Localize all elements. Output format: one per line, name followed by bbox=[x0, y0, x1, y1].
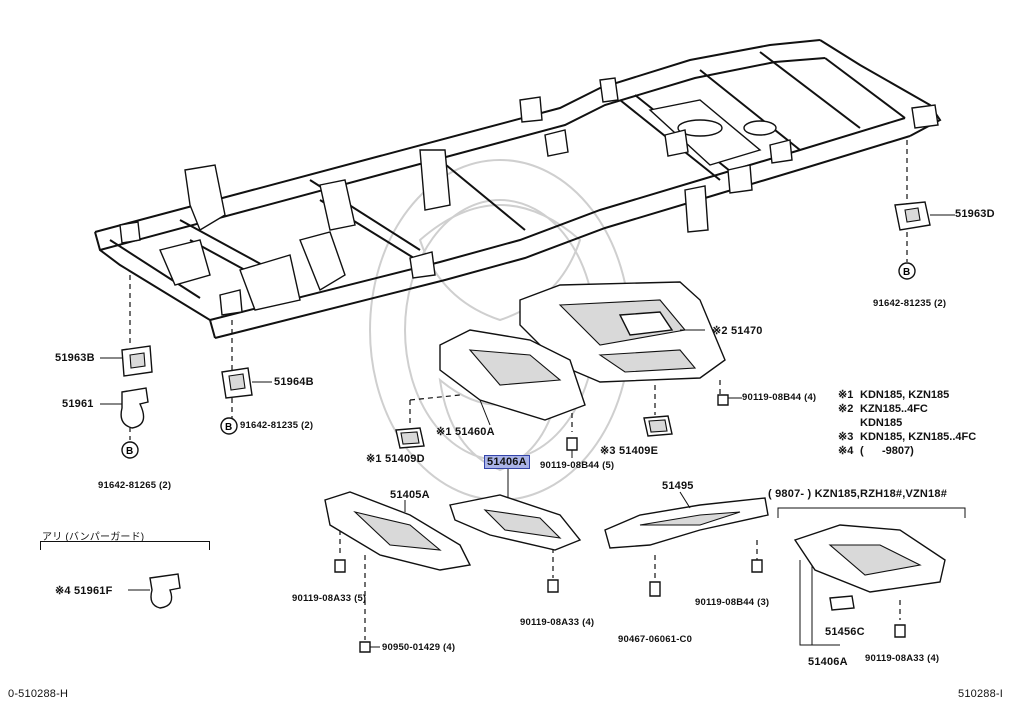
label-90119-08B44-4: 90119-08B44 (4) bbox=[742, 392, 817, 403]
label-51495: 51495 bbox=[662, 480, 694, 492]
legend-row: ※1 KDN185, KZN185 bbox=[838, 388, 976, 402]
bolt-90119-08B44-3 bbox=[751, 559, 763, 573]
label-51409E: ※3 51409E bbox=[600, 445, 659, 457]
label-51405A: 51405A bbox=[390, 489, 430, 501]
label-91642-81235-left: 91642-81235 (2) bbox=[240, 420, 314, 431]
diagram-code-right: 510288-I bbox=[958, 688, 1004, 700]
label-90119-08A33-4-center: 90119-08A33 (4) bbox=[520, 617, 595, 628]
legend-row: ※4 ( -9807) bbox=[838, 444, 976, 458]
cover-51470 bbox=[519, 281, 726, 383]
label-51460A: ※1 51460A bbox=[436, 426, 495, 438]
legend-key: ※3 bbox=[838, 431, 854, 443]
bolt-90119-08A33-4b bbox=[894, 624, 906, 638]
label-90119-08A33-5: 90119-08A33 (5) bbox=[292, 593, 367, 604]
label-model-range: ( 9807- ) KZN185,RZH18#,VZN18# bbox=[768, 488, 948, 500]
pad-51409E bbox=[643, 415, 673, 437]
bolt-letter: B bbox=[903, 267, 910, 278]
label-51961F: ※4 51961F bbox=[55, 585, 113, 597]
legend-value: KDN185, KZN185..4FC bbox=[860, 431, 977, 443]
bolt-90119-08A33-4a bbox=[547, 579, 559, 593]
bolt-letter: B bbox=[126, 446, 133, 457]
pad-51409D bbox=[395, 427, 425, 449]
label-51409D: ※1 51409D bbox=[366, 453, 425, 465]
chassis-frame bbox=[94, 39, 942, 339]
bolt-circle-left: B bbox=[121, 441, 139, 459]
bumper-guard-bracket bbox=[40, 541, 210, 550]
label-91642-81265: 91642-81265 (2) bbox=[98, 480, 172, 491]
legend-value: KZN185..4FC bbox=[860, 403, 928, 415]
range-bracket bbox=[777, 507, 966, 518]
clip-90467 bbox=[649, 581, 661, 597]
bolt-circle-mid: B bbox=[220, 417, 238, 435]
nut-90950 bbox=[359, 641, 380, 653]
label-51456C: 51456C bbox=[825, 626, 865, 638]
label-51963B: 51963B bbox=[55, 352, 95, 364]
legend-row: ※2 KZN185..4FC bbox=[838, 402, 976, 416]
hook-51961 bbox=[100, 387, 149, 429]
legend-value: KDN185 bbox=[860, 417, 903, 429]
label-91642-81235-right: 91642-81235 (2) bbox=[873, 298, 947, 309]
label-90119-08B44-5: 90119-08B44 (5) bbox=[540, 460, 615, 471]
legend-key: ※4 bbox=[838, 445, 854, 457]
legend-value: KDN185, KZN185 bbox=[860, 389, 950, 401]
cover-51405A bbox=[324, 491, 472, 571]
legend-value: ( -9807) bbox=[860, 445, 914, 457]
diagram-code-left: 0-510288-H bbox=[8, 688, 69, 700]
legend-key: ※1 bbox=[838, 389, 854, 401]
label-90467-06061-C0: 90467-06061-C0 bbox=[618, 634, 693, 645]
legend-key bbox=[838, 416, 860, 430]
label-bumper-guard: アリ (バンパーガード) bbox=[42, 532, 145, 543]
bolt-90119-08B44-5 bbox=[566, 437, 578, 458]
cover-51495 bbox=[604, 491, 769, 549]
label-51406A-right: 51406A bbox=[808, 656, 848, 668]
bracket-51963D bbox=[894, 201, 955, 231]
bolt-90119-08B44-4 bbox=[717, 394, 742, 406]
hook-51961F bbox=[128, 573, 181, 609]
bracket-51963B bbox=[100, 345, 153, 377]
label-51963D: 51963D bbox=[955, 208, 995, 220]
bolt-90119-08A33-5 bbox=[334, 559, 346, 573]
bolt-circle-right: B bbox=[898, 262, 916, 280]
legend-row: ※3 KDN185, KZN185..4FC bbox=[838, 430, 976, 444]
label-90119-08A33-4-right: 90119-08A33 (4) bbox=[865, 653, 940, 664]
label-90950-01429: 90950-01429 (4) bbox=[382, 642, 456, 653]
cover-51406A-center bbox=[449, 468, 582, 551]
model-legend: ※1 KDN185, KZN185 ※2 KZN185..4FC KDN185 ※3… bbox=[838, 388, 976, 458]
label-51961: 51961 bbox=[62, 398, 94, 410]
legend-key: ※2 bbox=[838, 403, 854, 415]
label-90119-08B44-3: 90119-08B44 (3) bbox=[695, 597, 770, 608]
cover-51406A-right bbox=[793, 524, 946, 646]
label-51470: ※2 51470 bbox=[712, 325, 763, 337]
cover-51460A bbox=[439, 329, 586, 426]
label-51964B: 51964B bbox=[274, 376, 314, 388]
bracket-51964B bbox=[221, 367, 272, 399]
legend-row: KDN185 bbox=[838, 416, 976, 430]
bolt-letter: B bbox=[225, 422, 232, 433]
label-51406A-highlighted[interactable]: 51406A bbox=[484, 455, 530, 469]
